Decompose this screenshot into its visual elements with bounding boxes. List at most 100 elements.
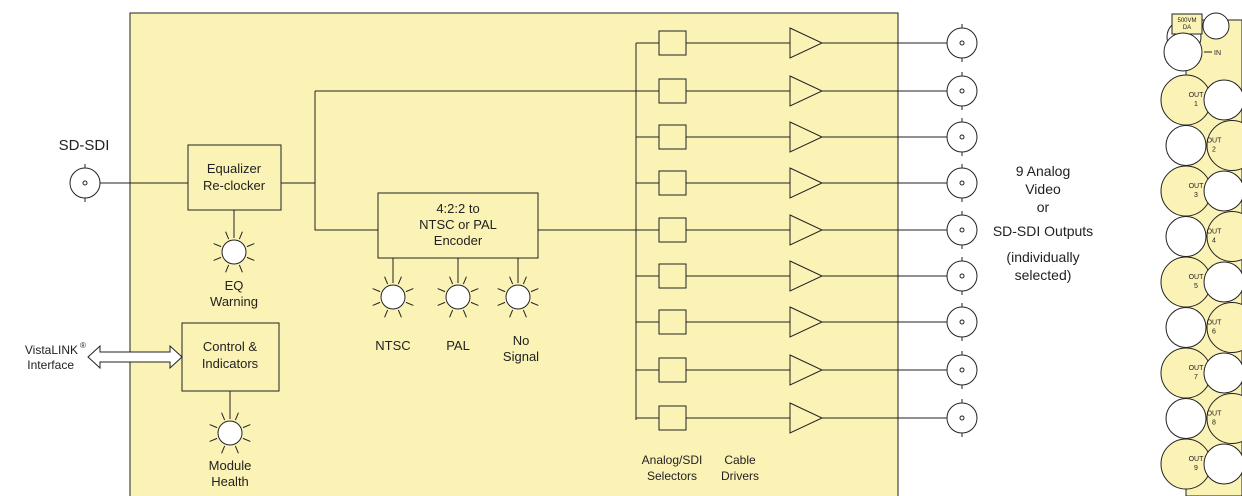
input-bnc-icon	[69, 164, 101, 202]
rear-out-hole	[1203, 443, 1242, 485]
output-bnc-icon	[946, 72, 978, 110]
rear-panel-screw-hole	[1202, 12, 1230, 40]
output-bnc-icon	[946, 118, 978, 156]
output-bnc-icon	[946, 257, 978, 295]
bidirectional-arrow-icon	[87, 344, 183, 370]
rear-panel-model-line1: 500VM	[1177, 18, 1196, 24]
rear-out-label: OUT	[1189, 183, 1205, 190]
rear-in-label: IN	[1214, 50, 1221, 57]
vistalink-reg: ®	[80, 341, 86, 350]
rear-out-connector: OUT 9	[1189, 443, 1242, 485]
encoder-line1: 4:2:2 to	[436, 201, 479, 216]
selectors-line1: Analog/SDI	[642, 453, 703, 467]
rear-out-connector: OUT 2	[1165, 125, 1223, 166]
driver-triangle-icon	[789, 167, 824, 199]
rear-out-number: 5	[1194, 283, 1198, 290]
rear-out-label: OUT	[1207, 411, 1223, 418]
encoder-line2: NTSC or PAL	[419, 217, 497, 232]
module-health-line2: Health	[211, 474, 249, 489]
selector-box	[658, 30, 687, 56]
selector-box	[658, 357, 687, 383]
output-bnc-icon	[946, 351, 978, 389]
ntsc-label: NTSC	[375, 338, 410, 353]
input-label: SD-SDI	[59, 137, 110, 154]
control-line1: Control &	[203, 339, 258, 354]
no-signal-line2: Signal	[503, 349, 539, 364]
no-signal-led-icon	[497, 276, 539, 318]
rear-out-label: OUT	[1189, 456, 1205, 463]
driver-triangle-icon	[789, 354, 824, 386]
rear-out-label: OUT	[1207, 138, 1223, 145]
output-channel	[636, 303, 978, 341]
selector-box	[658, 170, 687, 196]
drivers-line2: Drivers	[721, 469, 759, 483]
rear-out-label: OUT	[1189, 92, 1205, 99]
selector-box	[658, 405, 687, 431]
rear-out-hole	[1165, 307, 1207, 348]
output-channel	[636, 24, 978, 62]
output-channel	[636, 118, 978, 156]
rear-out-hole	[1203, 261, 1242, 303]
driver-triangle-icon	[789, 260, 824, 292]
rear-out-hole	[1203, 170, 1242, 212]
selector-box	[658, 263, 687, 289]
rear-out-connector: OUT 3	[1189, 170, 1242, 212]
vistalink-line1: VistaLINK	[25, 343, 78, 357]
rear-out-connector: OUT 6	[1165, 307, 1223, 348]
rear-out-number: 1	[1194, 101, 1198, 108]
rear-out-label: OUT	[1189, 365, 1205, 372]
driver-triangle-icon	[789, 121, 824, 153]
rear-out-connector: OUT 4	[1165, 216, 1223, 257]
no-signal-line1: No	[513, 333, 530, 348]
outputs-caption-line4: SD-SDI Outputs	[993, 223, 1093, 239]
rear-in-connector	[1163, 32, 1203, 72]
rear-out-hole	[1165, 125, 1207, 166]
selector-box	[658, 78, 687, 104]
output-channel	[636, 72, 978, 110]
rear-out-hole	[1203, 79, 1242, 121]
rear-panel-model-line2: DA	[1183, 25, 1191, 31]
rear-out-number: 9	[1194, 465, 1198, 472]
rear-out-connector: OUT 5	[1189, 261, 1242, 303]
rear-out-number: 8	[1212, 420, 1216, 427]
driver-triangle-icon	[789, 75, 824, 107]
driver-triangle-icon	[789, 214, 824, 246]
rear-out-hole	[1165, 398, 1207, 439]
output-channels	[636, 24, 978, 437]
rear-panel-lobe	[1206, 120, 1242, 171]
outputs-caption-line5: (individually	[1006, 249, 1079, 265]
rear-panel-lobe	[1206, 302, 1242, 353]
selector-box	[658, 124, 687, 150]
rear-out-number: 6	[1212, 329, 1216, 336]
rear-out-hole	[1203, 352, 1242, 394]
output-channel	[636, 211, 978, 249]
output-channel	[636, 164, 978, 202]
outputs-caption-line3: or	[1037, 199, 1050, 215]
output-channel	[636, 257, 978, 295]
rear-out-hole	[1165, 216, 1207, 257]
outputs-caption-line1: 9 Analog	[1016, 163, 1071, 179]
rear-panel-tab	[1171, 13, 1203, 35]
selector-box	[658, 309, 687, 335]
rear-out-label: OUT	[1207, 320, 1223, 327]
rear-out-connector: OUT 8	[1165, 398, 1223, 439]
pal-led-icon	[437, 276, 479, 318]
output-bnc-icon	[946, 24, 978, 62]
rear-out-number: 4	[1212, 238, 1216, 245]
drivers-line1: Cable	[724, 453, 756, 467]
rear-out-number: 2	[1212, 147, 1216, 154]
control-line2: Indicators	[202, 356, 259, 371]
rear-panel-lobe	[1206, 211, 1242, 262]
equalizer-line1: Equalizer	[207, 161, 262, 176]
encoder-line3: Encoder	[434, 233, 483, 248]
outputs-caption-line6: selected)	[1015, 267, 1072, 283]
driver-triangle-icon	[789, 27, 824, 59]
rear-out-number: 3	[1194, 192, 1198, 199]
rear-out-label: OUT	[1189, 274, 1205, 281]
driver-triangle-icon	[789, 402, 824, 434]
module-health-line1: Module	[209, 458, 252, 473]
output-bnc-icon	[946, 164, 978, 202]
rear-out-label: OUT	[1207, 229, 1223, 236]
